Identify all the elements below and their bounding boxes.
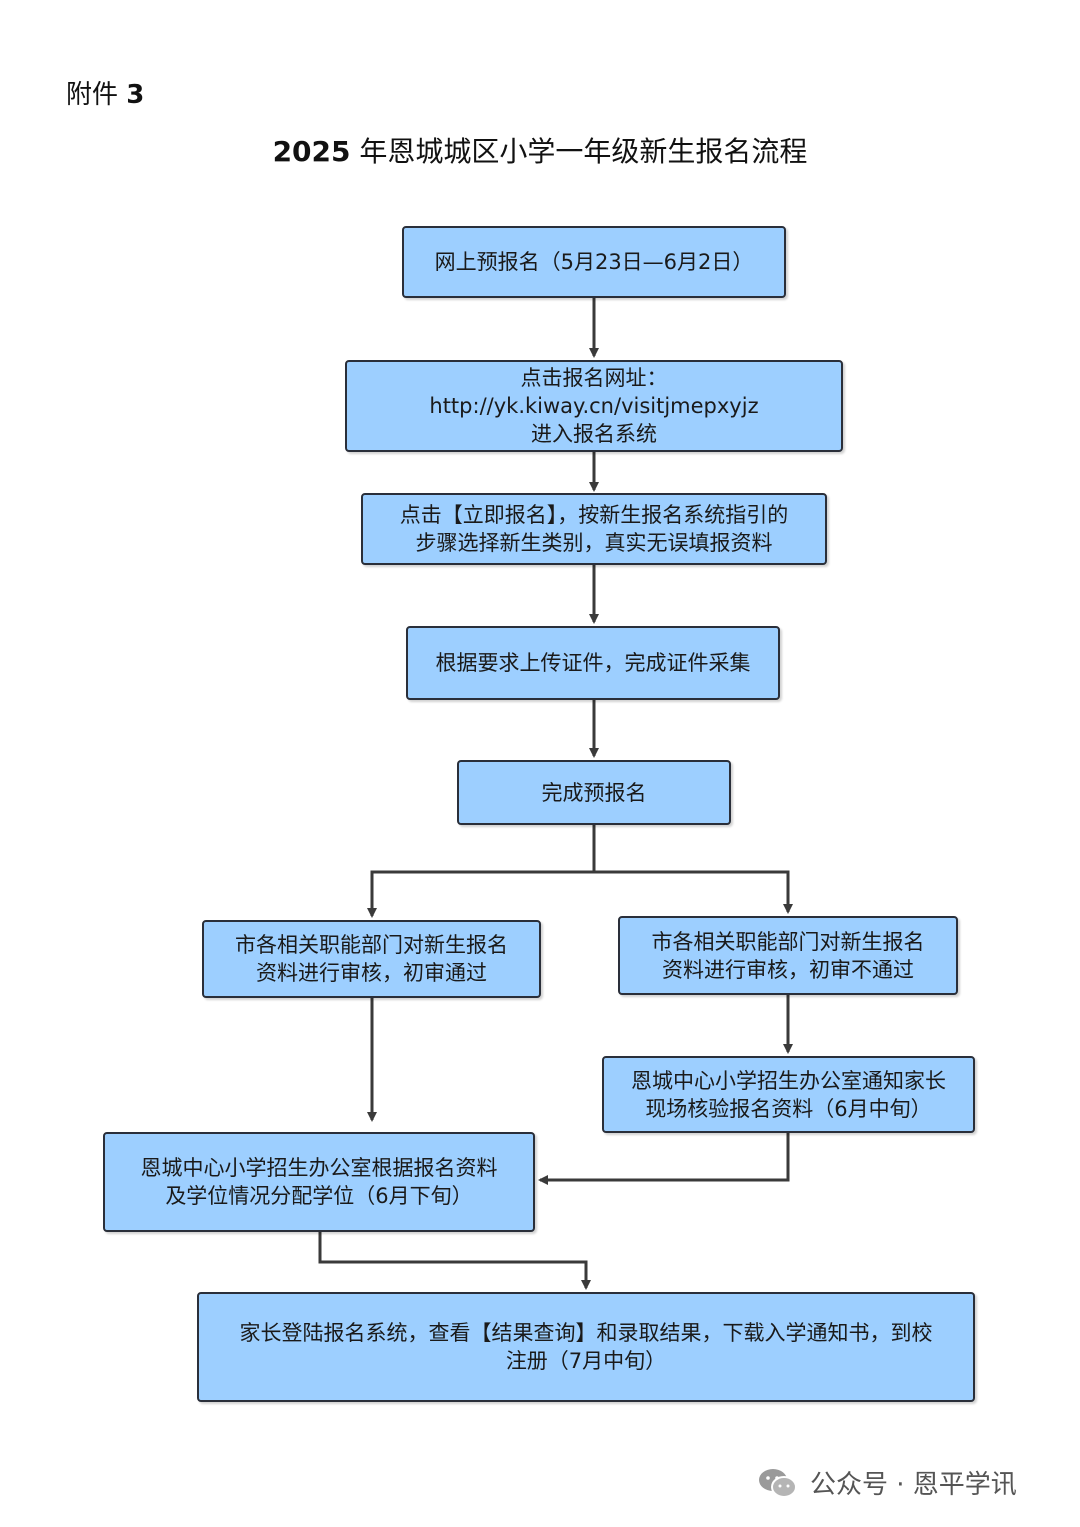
arrow-complete-to-fail — [594, 870, 793, 914]
title-text: 年恩城城区小学一年级新生报名流程 — [359, 135, 808, 168]
step-review-passed: 市各相关职能部门对新生报名 资料进行审核，初审通过 — [202, 920, 541, 998]
step-review-failed: 市各相关职能部门对新生报名 资料进行审核，初审不通过 — [618, 916, 958, 995]
arrow-assign-to-result — [318, 1232, 591, 1290]
step-upload-documents: 根据要求上传证件，完成证件采集 — [406, 626, 780, 700]
step-complete-preregistration: 完成预报名 — [457, 760, 731, 825]
watermark: 公众号 · 恩平学讯 — [758, 1464, 1017, 1501]
step-check-results: 家长登陆报名系统，查看【结果查询】和录取结果，下载入学通知书，到校 注册（7月中… — [197, 1292, 975, 1402]
step-click-register: 点击【立即报名】，按新生报名系统指引的 步骤选择新生类别，真实无误填报资料 — [361, 493, 827, 565]
registration-url: http://yk.kiway.cn/visitjmepxyjz — [429, 394, 759, 418]
step-assign-seat: 恩城中心小学招生办公室根据报名资料 及学位情况分配学位（6月下旬） — [103, 1132, 535, 1232]
step-online-preregistration: 网上预报名（5月23日—6月2日） — [402, 226, 786, 298]
watermark-text: 公众号 · 恩平学讯 — [810, 1470, 1017, 1500]
wechat-icon — [759, 1468, 797, 1498]
attachment-number: 3 — [126, 80, 145, 110]
attachment-label: 附件 3 — [66, 80, 145, 110]
step-visit-registration-url: 点击报名网址： http://yk.kiway.cn/visitjmepxyjz… — [345, 360, 843, 452]
page-title: 2025 年恩城城区小学一年级新生报名流程 — [0, 130, 1080, 170]
arrow-complete-to-pass — [367, 825, 596, 918]
step-onsite-verification: 恩城中心小学招生办公室通知家长 现场核验报名资料（6月中旬） — [602, 1056, 975, 1133]
title-year: 2025 — [272, 135, 351, 168]
arrow-verify-to-assign — [538, 1133, 790, 1185]
